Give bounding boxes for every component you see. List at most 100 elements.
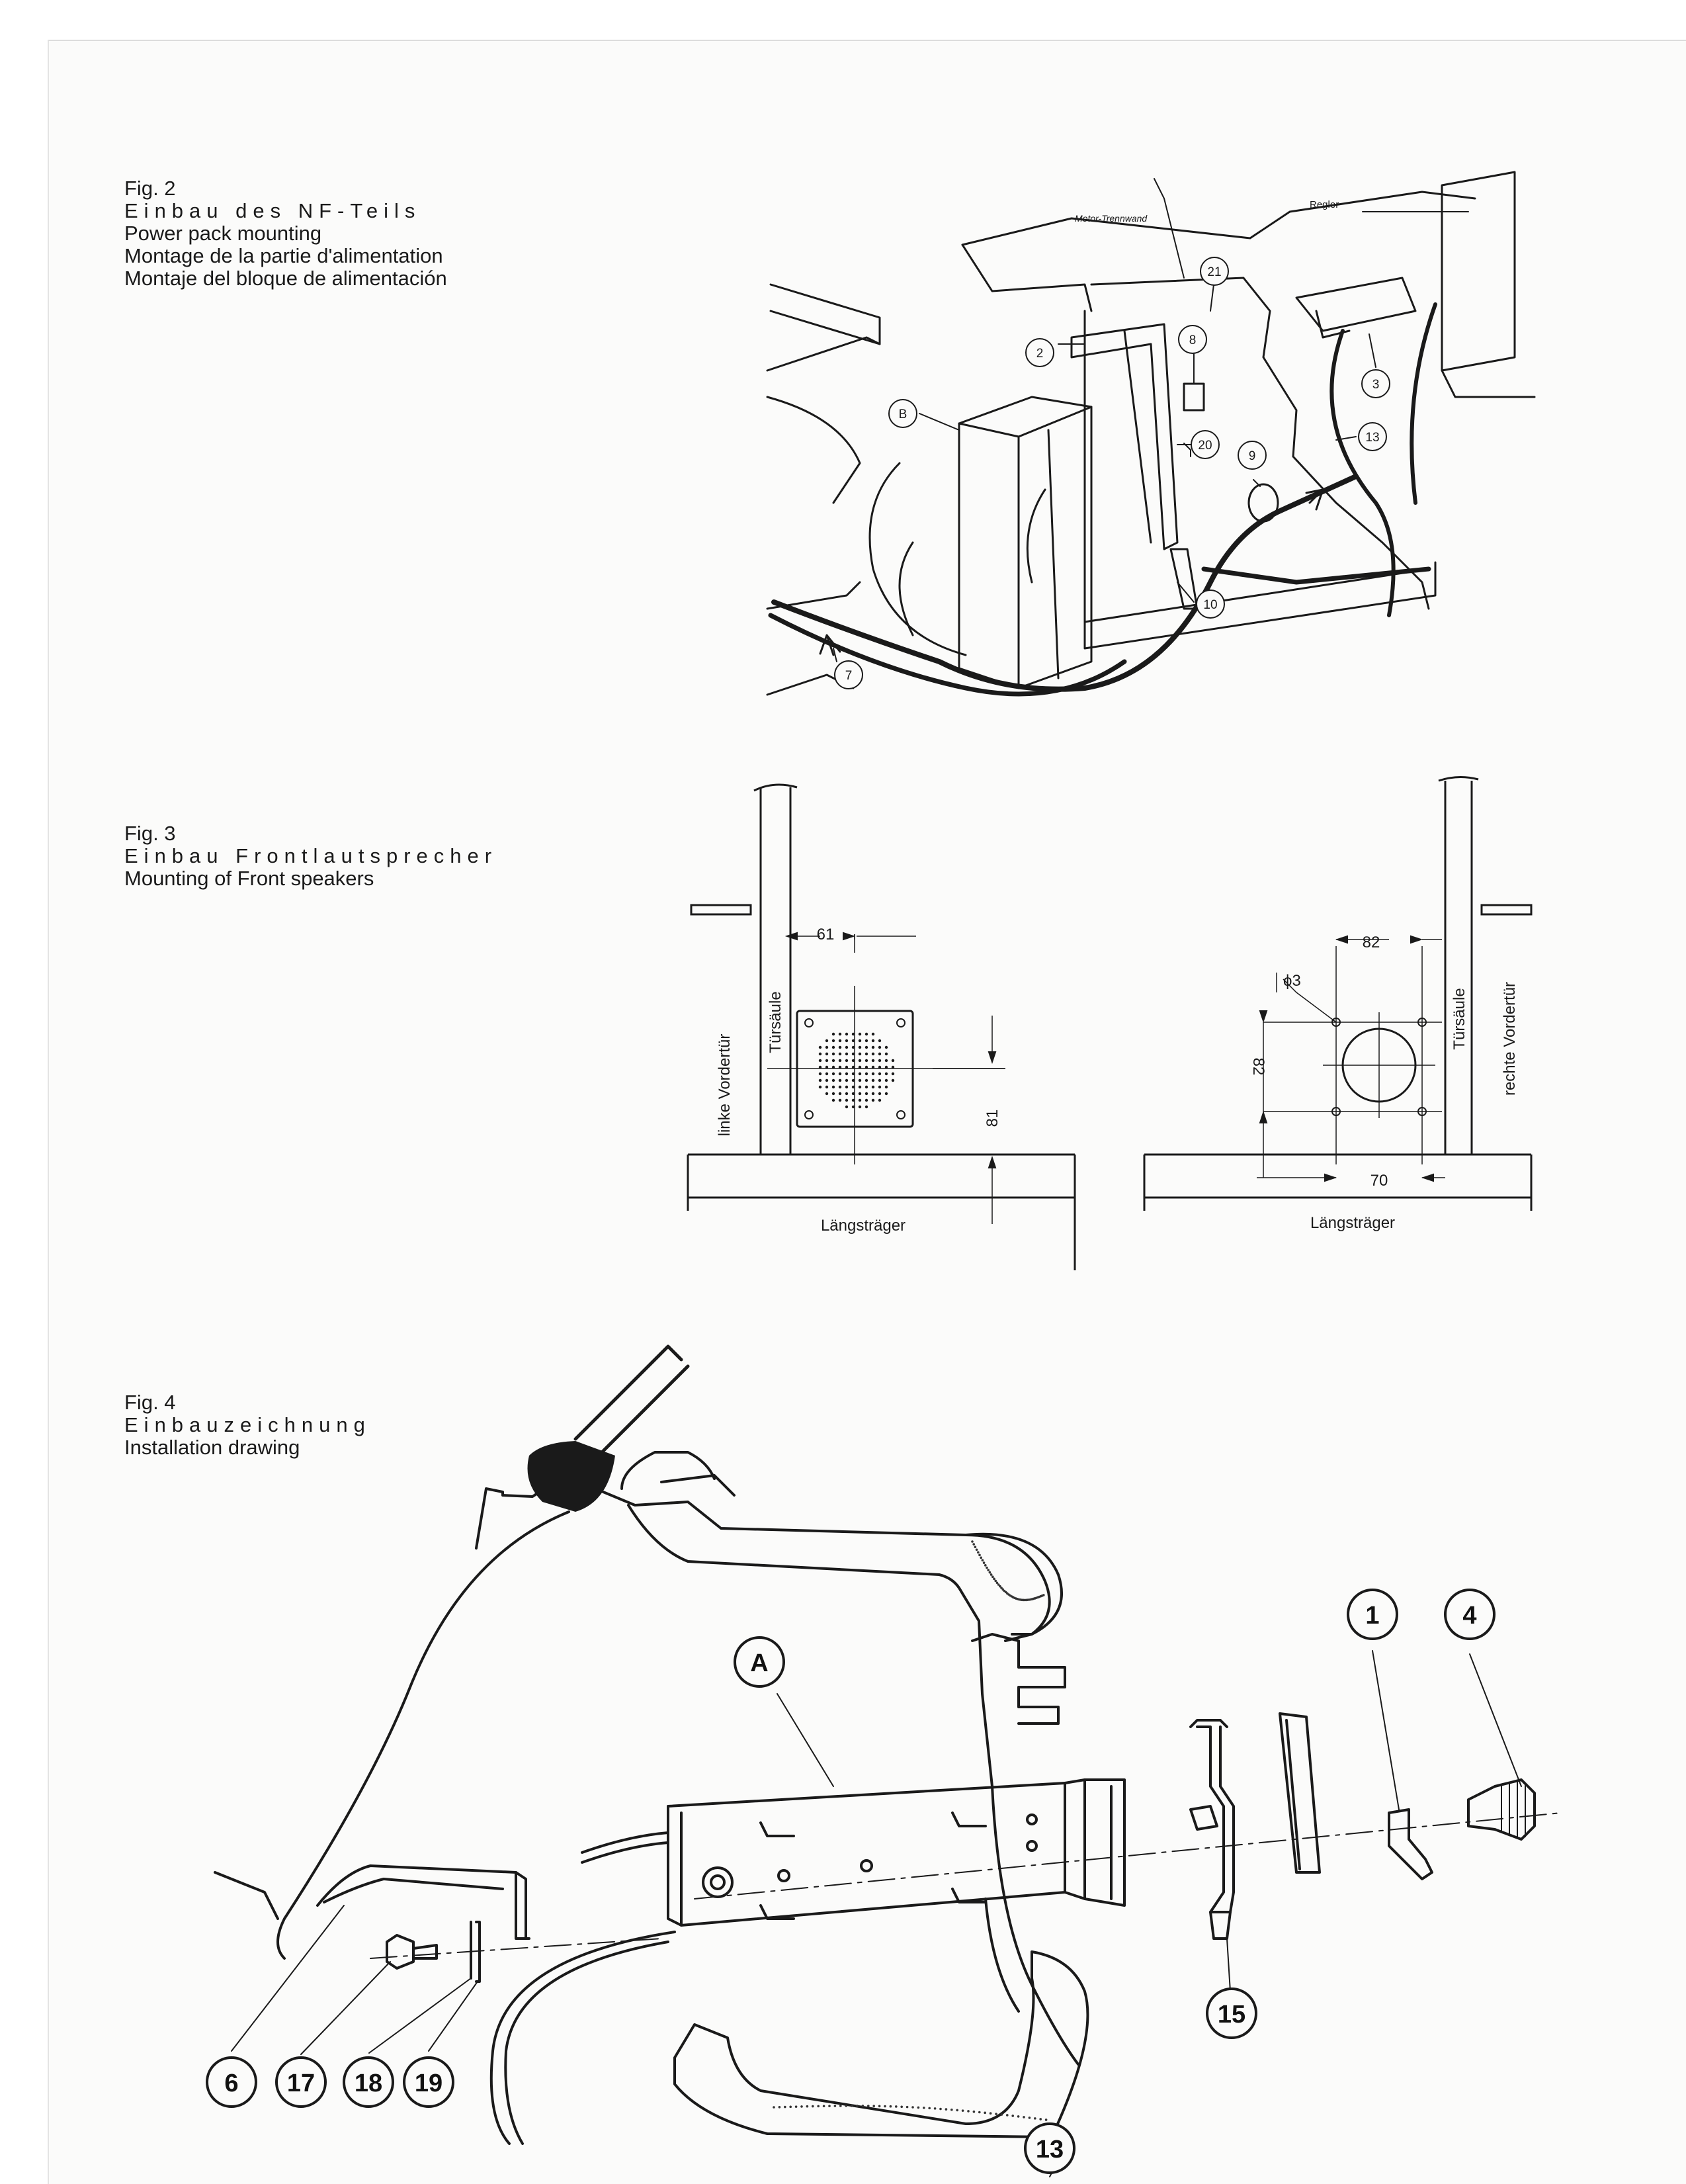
- fig3-right-dim-side: 82: [1249, 1058, 1267, 1076]
- fig2-arrow-9: [1305, 488, 1324, 511]
- fig4-knob-knurl: [1501, 1782, 1526, 1837]
- grille-dot: [838, 1039, 842, 1043]
- stipple-dot: [961, 2109, 964, 2112]
- grille-dot: [871, 1052, 875, 1056]
- fig2-leader-21: [1210, 284, 1214, 312]
- grille-dot: [838, 1085, 842, 1089]
- stipple-dot: [1039, 2118, 1042, 2120]
- stipple-dot: [911, 2106, 914, 2109]
- fig2-callout-circle-13: [1358, 422, 1387, 451]
- grille-dot: [831, 1085, 835, 1089]
- stipple-dot: [995, 1581, 999, 1585]
- fig3-left-pillar-label: Türsäule: [767, 991, 784, 1053]
- fig2-cable-13: [1329, 329, 1396, 617]
- fig2-title-de: Einbau des NF-Teils: [124, 199, 421, 222]
- fig3-right-hole-1: [1331, 1018, 1341, 1027]
- grille-dot: [884, 1052, 888, 1056]
- fig4-callout-circle-4: [1444, 1589, 1496, 1640]
- fig4-radio-bezel: [1083, 1778, 1126, 1907]
- grille-dot: [825, 1085, 829, 1089]
- grille-dot: [838, 1045, 842, 1049]
- fig2-cable-2: [898, 541, 914, 636]
- stipple-dot: [872, 2105, 875, 2107]
- grille-dot: [845, 1065, 849, 1069]
- stipple-dot: [950, 2108, 953, 2111]
- fig2-title-es: Montaje del bloque de alimentación: [124, 267, 447, 290]
- fig4-radio-screw-1: [777, 1869, 790, 1882]
- grille-dot: [851, 1039, 855, 1043]
- fig4-left-lip: [214, 1871, 279, 1920]
- fig2-callout-circle-3: [1361, 369, 1390, 398]
- stipple-dot: [928, 2107, 931, 2110]
- fig3-right-dim82-arrows: [1335, 935, 1423, 944]
- fig4-callout-18: 18: [355, 2070, 382, 2097]
- fig2-caption: Fig. 2 Einbau des NF-Teils Power pack mo…: [124, 177, 447, 290]
- fig3-right-door: rechte Vordertür: [1501, 982, 1519, 1096]
- grille-dot: [818, 1072, 822, 1076]
- fig3-left-pillar: [759, 787, 792, 1155]
- fig4-radio-slot-1: [759, 1821, 795, 1837]
- fig2-callout-circle-8: [1178, 325, 1207, 354]
- stipple-dot: [974, 1546, 977, 1549]
- fig2-cable-loop: [1026, 488, 1046, 584]
- fig2-fender: [766, 396, 861, 504]
- fig4-callout-6: 6: [224, 2070, 238, 2097]
- fig4-callout-circle-15: [1206, 1987, 1257, 2039]
- fig3-right-hole-2: [1417, 1018, 1427, 1027]
- grille-dot: [838, 1078, 842, 1082]
- stipple-dot: [972, 2110, 976, 2113]
- grille-dot: [871, 1039, 875, 1043]
- fig3-right-dim-hole: ϕ3: [1283, 972, 1301, 990]
- stipple-dot: [984, 2111, 986, 2115]
- fig3-right-door-edge: [1480, 904, 1533, 916]
- stipple-dot: [978, 1553, 981, 1557]
- grille-dot: [878, 1039, 882, 1043]
- grille-dot: [891, 1072, 895, 1076]
- grille-dot: [884, 1078, 888, 1082]
- grille-dot: [851, 1092, 855, 1096]
- fig2-firewall-top: [961, 191, 1476, 246]
- stipple-dot: [984, 1564, 987, 1567]
- grille-dot: [831, 1098, 835, 1102]
- fig4-padding-stipple: [773, 1540, 1048, 2121]
- stipple-dot: [812, 2105, 814, 2108]
- grille-dot: [851, 1105, 855, 1109]
- grille-dot: [831, 1045, 835, 1049]
- stipple-dot: [878, 2105, 881, 2108]
- stipple-dot: [986, 1566, 988, 1569]
- grille-dot: [851, 1085, 855, 1089]
- grille-dot: [864, 1072, 868, 1076]
- grille-dot: [818, 1085, 822, 1089]
- fig2-grommet: [1247, 483, 1279, 523]
- stipple-dot: [956, 2109, 958, 2112]
- grille-dot: [845, 1059, 849, 1063]
- fig2-callout-circle-2: [1025, 338, 1054, 367]
- fig3-right-hlines: [1263, 1022, 1442, 1112]
- grille-dot: [831, 1032, 835, 1036]
- grille-dot: [858, 1045, 862, 1049]
- grille-dot: [845, 1039, 849, 1043]
- fig4-callouts: [206, 1589, 1496, 2174]
- grille-dot: [838, 1072, 842, 1076]
- fig3-right-centerlines: [1323, 1012, 1435, 1118]
- stipple-dot: [800, 2105, 803, 2108]
- stipple-dot: [900, 2105, 903, 2109]
- fig2-harness-2: [768, 613, 1127, 697]
- grille-dot: [831, 1072, 835, 1076]
- grille-dot: [838, 1052, 842, 1056]
- fig2-regler-bracket: [1295, 277, 1417, 332]
- fig2-leader-B: [919, 413, 960, 431]
- fig4-leader-1: [1372, 1650, 1400, 1810]
- fig3-right-dim-top: 82: [1363, 934, 1380, 951]
- grille-dot: [851, 1059, 855, 1063]
- stipple-dot: [980, 1556, 982, 1559]
- fig2-leader-13: [1335, 436, 1357, 441]
- stipple-dot: [1001, 1588, 1004, 1591]
- fig4-caption: Fig. 4 Einbauzeichnung Installation draw…: [124, 1391, 371, 1459]
- fig4-radio-housing: [667, 1782, 1066, 1927]
- grille-dot: [845, 1052, 849, 1056]
- grille-dot: [831, 1059, 835, 1063]
- fig3-right-hole-leader: [1283, 979, 1337, 1023]
